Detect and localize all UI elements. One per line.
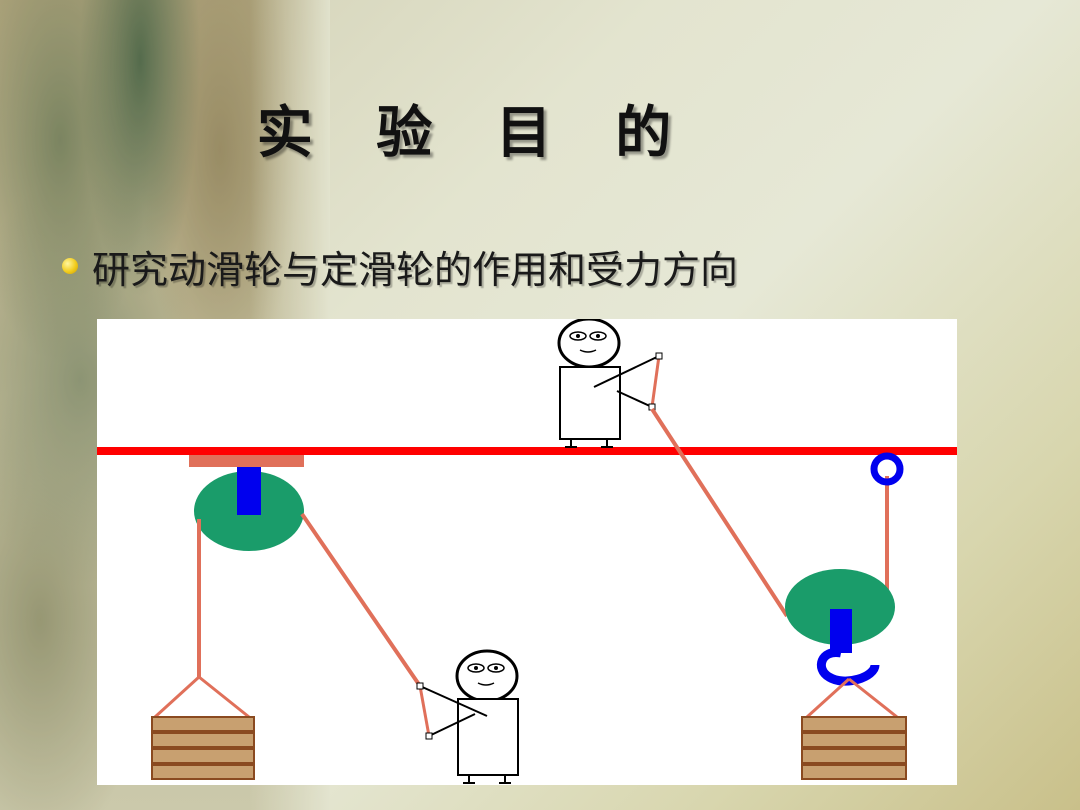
anchor-ring [870,452,904,486]
sling-right-b [848,677,898,719]
bullet-item: 研究动滑轮与定滑轮的作用和受力方向 [62,238,738,294]
rope-movable-left [650,407,789,618]
pulley-diagram [97,319,957,785]
fixed-pulley-axle [237,467,261,515]
pulley-diagram-svg [97,319,957,784]
rope-fixed-right [300,512,422,688]
sling-right-a [805,677,851,719]
movable-pulley-wheel [785,569,895,645]
sling-left-b [198,675,250,719]
slide-title: 实 验 目 的 [256,100,694,166]
movable-pulley-axle [830,609,852,653]
beam [97,447,957,455]
bullet-text: 研究动滑轮与定滑轮的作用和受力方向 [92,247,739,292]
bullet-dot-icon [62,258,78,274]
crate-right [801,716,907,780]
person-lower [416,649,519,784]
sling-left-a [153,675,201,719]
crate-left [151,716,255,780]
person-upper [557,319,663,448]
pulley-mount [189,455,304,467]
hook-icon [816,648,880,686]
